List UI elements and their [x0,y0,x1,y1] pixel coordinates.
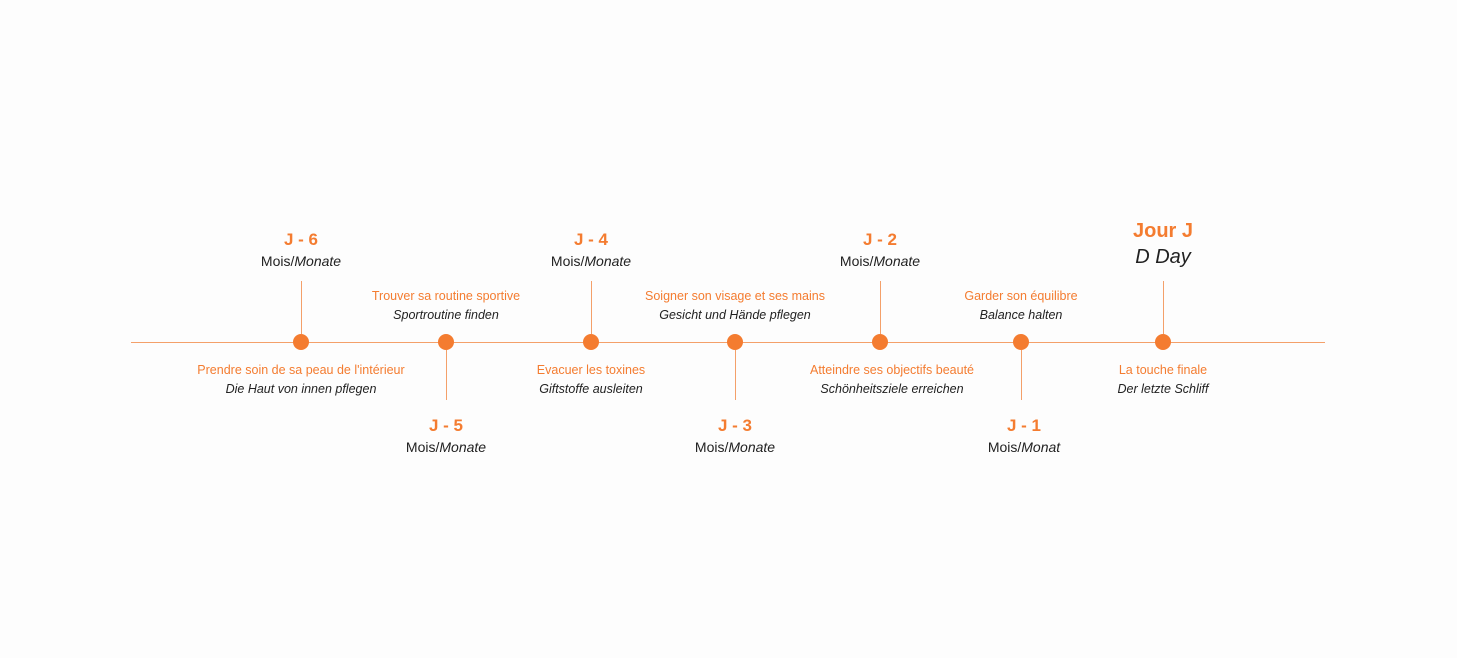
milestone-label: J - 3 Mois/Monate [545,416,925,456]
milestone-label: J - 1 Mois/Monat [834,416,1214,456]
milestone-label: J - 2 Mois/Monate [690,230,1070,270]
stem-line [1021,350,1022,400]
stem-line [735,350,736,400]
unit-de: Monate [584,253,632,269]
caption-fr: Soigner son visage et ses mains [645,289,825,303]
phase-unit: Mois/Monate [401,252,781,270]
phase-title: J - 1 [1006,416,1042,435]
caption-fr: Prendre soin de sa peau de l'intérieur [197,363,405,377]
milestone-caption: Prendre soin de sa peau de l'intérieur D… [111,362,491,398]
stem-line [301,281,302,334]
milestone-caption: Atteindre ses objectifs beauté Schönheit… [702,362,1082,398]
unit-de: Monat [1021,439,1061,455]
caption-de: Die Haut von innen pflegen [225,382,377,396]
phase-title: J - 4 [573,230,609,249]
unit-fr: Mois/ [694,439,729,455]
phase-title: J - 2 [862,230,898,249]
caption-de: Sportroutine finden [393,308,499,322]
stem-line [591,281,592,334]
milestone-label: J - 4 Mois/Monate [401,230,781,270]
milestone-dot [727,334,743,350]
caption-de: Der letzte Schliff [1117,382,1209,396]
unit-fr: Mois/ [405,439,440,455]
caption-de: Balance halten [979,308,1063,322]
milestone-caption: La touche finale Der letzte Schliff [973,362,1353,398]
milestone-label: J - 5 Mois/Monate [256,416,636,456]
unit-fr: Mois/ [550,253,585,269]
milestone-caption: Garder son équilibre Balance halten [831,288,1211,324]
caption-fr: La touche finale [1118,363,1208,377]
phase-unit: Mois/Monate [256,438,636,456]
phase-unit: Mois/Monate [545,438,925,456]
caption-fr: Trouver sa routine sportive [371,289,521,303]
milestone-caption: Soigner son visage et ses mains Gesicht … [545,288,925,324]
phase-title: J - 5 [428,416,464,435]
unit-de: Monate [294,253,342,269]
unit-fr: Mois/ [260,253,295,269]
milestone-label: Jour J D Day [973,219,1353,269]
caption-de: Giftstoffe ausleiten [539,382,643,396]
stem-line [1163,281,1164,334]
milestone-dot [438,334,454,350]
unit-de: Monate [439,439,487,455]
milestone-caption: Trouver sa routine sportive Sportroutine… [256,288,636,324]
caption-de: Schönheitsziele erreichen [820,382,964,396]
caption-fr: Atteindre ses objectifs beauté [810,363,974,377]
unit-de: Monate [728,439,776,455]
phase-unit: Mois/Monate [111,252,491,270]
phase-unit: Mois/Monat [834,438,1214,456]
milestone-label: J - 6 Mois/Monate [111,230,491,270]
milestone-dot [1155,334,1171,350]
phase-subtitle: D Day [1135,246,1191,268]
milestone-dot [1013,334,1029,350]
milestone-dot [293,334,309,350]
stem-line [880,281,881,334]
caption-de: Gesicht und Hände pflegen [659,308,811,322]
phase-title: J - 6 [283,230,319,249]
phase-unit: Mois/Monate [690,252,1070,270]
milestone-dot [872,334,888,350]
milestone-caption: Evacuer les toxines Giftstoffe ausleiten [401,362,781,398]
unit-de: Monate [873,253,921,269]
stem-line [446,350,447,400]
phase-title: Jour J [1132,220,1194,242]
caption-fr: Garder son équilibre [964,289,1078,303]
phase-title: J - 3 [717,416,753,435]
caption-fr: Evacuer les toxines [536,363,646,377]
milestone-dot [583,334,599,350]
unit-fr: Mois/ [839,253,874,269]
unit-fr: Mois/ [987,439,1022,455]
